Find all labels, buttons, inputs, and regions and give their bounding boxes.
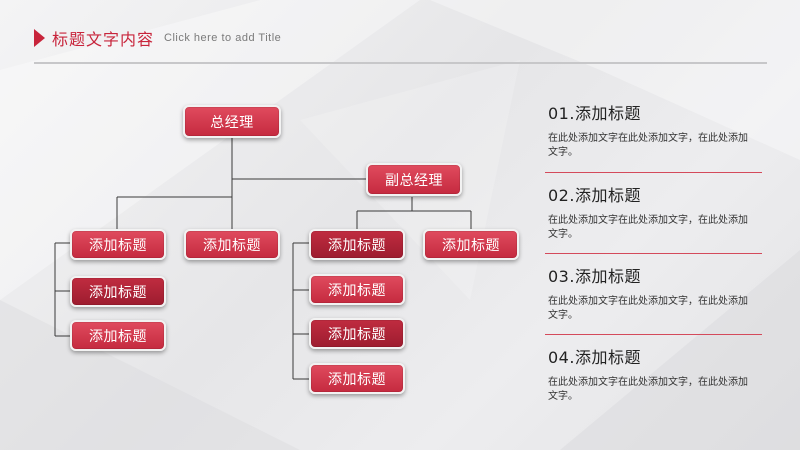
org-box-left-2[interactable]: 添加标题 <box>70 276 166 307</box>
info-item-title[interactable]: 01.添加标题 <box>548 104 641 123</box>
org-box-label: 添加标题 <box>442 237 500 254</box>
org-box-label: 添加标题 <box>89 237 147 254</box>
info-divider <box>545 334 762 335</box>
info-divider <box>545 253 762 254</box>
org-box-label: 添加标题 <box>328 237 386 254</box>
info-item-desc[interactable]: 在此处添加文字在此处添加文字，在此处添加文字。 <box>548 215 748 240</box>
org-box-deputy-manager[interactable]: 副总经理 <box>366 163 462 196</box>
org-box-right-3[interactable]: 添加标题 <box>309 318 405 349</box>
info-item-4: 04.添加标题 在此处添加文字在此处添加文字，在此处添加文字。 <box>548 344 762 404</box>
org-box-middle[interactable]: 添加标题 <box>184 229 280 260</box>
org-box-right-2[interactable]: 添加标题 <box>309 274 405 305</box>
info-item-desc[interactable]: 在此处添加文字在此处添加文字，在此处添加文字。 <box>548 133 748 158</box>
info-item-2: 02.添加标题 在此处添加文字在此处添加文字，在此处添加文字。 <box>548 182 762 242</box>
org-box-label: 副总经理 <box>385 172 443 189</box>
header-divider <box>34 62 767 64</box>
org-box-far-right[interactable]: 添加标题 <box>423 229 519 260</box>
org-box-left-1[interactable]: 添加标题 <box>70 229 166 260</box>
slide-title[interactable]: 标题文字内容 <box>52 30 155 49</box>
org-box-label: 总经理 <box>210 114 254 131</box>
org-box-label: 添加标题 <box>203 237 261 254</box>
triangle-marker-icon <box>34 29 45 47</box>
org-box-label: 添加标题 <box>89 328 147 345</box>
info-item-title[interactable]: 03.添加标题 <box>548 267 641 286</box>
info-item-title[interactable]: 04.添加标题 <box>548 348 641 367</box>
org-box-left-3[interactable]: 添加标题 <box>70 320 166 351</box>
info-item-desc[interactable]: 在此处添加文字在此处添加文字，在此处添加文字。 <box>548 296 748 321</box>
slide-header: 标题文字内容 Click here to add Title <box>34 26 281 50</box>
org-box-label: 添加标题 <box>328 326 386 343</box>
info-item-desc[interactable]: 在此处添加文字在此处添加文字，在此处添加文字。 <box>548 377 748 402</box>
org-box-label: 添加标题 <box>328 282 386 299</box>
info-divider <box>545 172 762 173</box>
info-item-1: 01.添加标题 在此处添加文字在此处添加文字，在此处添加文字。 <box>548 100 762 160</box>
org-box-general-manager[interactable]: 总经理 <box>183 105 281 138</box>
info-item-3: 03.添加标题 在此处添加文字在此处添加文字，在此处添加文字。 <box>548 263 762 323</box>
org-box-right-1[interactable]: 添加标题 <box>309 229 405 260</box>
org-box-label: 添加标题 <box>328 371 386 388</box>
org-box-label: 添加标题 <box>89 284 147 301</box>
org-box-right-4[interactable]: 添加标题 <box>309 363 405 394</box>
info-item-title[interactable]: 02.添加标题 <box>548 186 641 205</box>
slide-subtitle[interactable]: Click here to add Title <box>164 32 282 44</box>
